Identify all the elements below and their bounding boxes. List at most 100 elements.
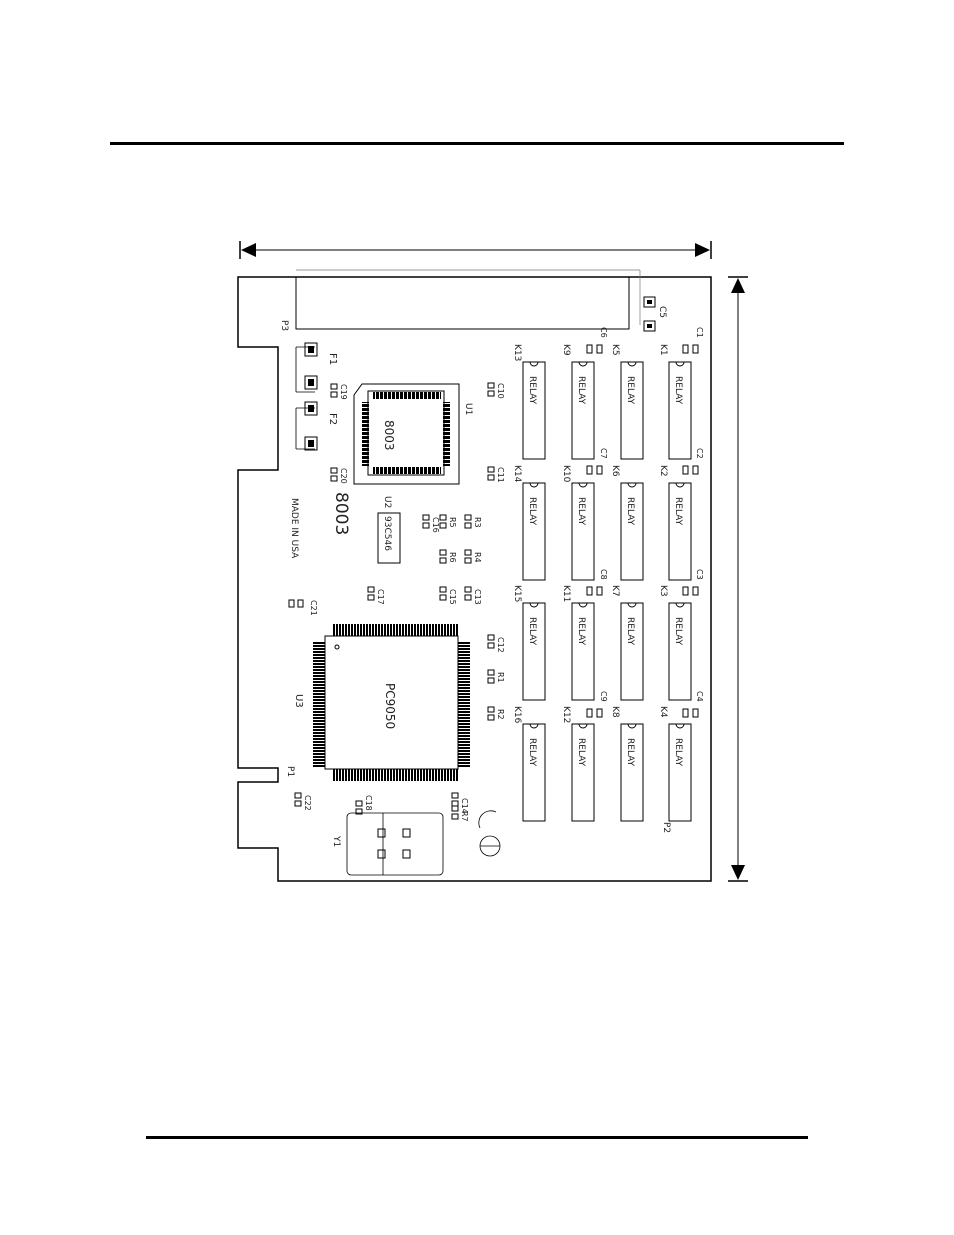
relay-ref-label: K5 — [610, 344, 620, 356]
c13-part: C13 — [464, 586, 482, 605]
p2-label: P2 — [661, 822, 671, 833]
width-dimension-arrow — [239, 241, 712, 259]
u3-part-label: PC9050 — [383, 683, 397, 729]
cap-label: C7 — [599, 448, 608, 459]
cap-label: C2 — [695, 448, 704, 459]
relay-cap-c7: C7 — [586, 448, 608, 475]
fuses: F1 F2 — [295, 342, 338, 451]
r3-part: R3 — [464, 514, 482, 529]
c22-part: C22 — [294, 792, 312, 811]
part-label: C14 — [460, 798, 469, 814]
relay-ref-label: K12 — [561, 706, 571, 723]
relay-ref-label: K6 — [610, 465, 620, 477]
relay-ref-label: K14 — [512, 465, 522, 483]
cap-label: C6 — [599, 327, 608, 338]
relay-text: RELAY — [576, 376, 586, 405]
part-label: C12 — [496, 637, 505, 653]
c5-label: C5 — [657, 306, 667, 318]
c10-part: C10 — [487, 382, 505, 399]
part-label: C19 — [339, 384, 348, 400]
part-label: C18 — [364, 795, 373, 811]
relay-ref-label: K7 — [610, 585, 620, 597]
relay-text: RELAY — [625, 497, 635, 526]
r5-part: R5 — [439, 514, 457, 529]
part-label: C13 — [473, 589, 482, 605]
relay-cap-c4: C4 — [682, 691, 704, 718]
relay-ref-label: K10 — [561, 465, 571, 483]
relay-6: RELAY K6 — [610, 465, 644, 581]
part-label: R1 — [496, 672, 505, 683]
c19-part: C19 — [330, 383, 348, 400]
relay-text: RELAY — [576, 617, 586, 646]
relay-7: RELAY K7 — [610, 585, 644, 701]
part-label: C16 — [431, 517, 440, 533]
relay-text: RELAY — [527, 497, 537, 526]
u1-ref-label: U1 — [463, 403, 473, 415]
c16-part: C16 — [422, 514, 440, 533]
relay-1: RELAY K1 — [658, 344, 692, 460]
relay-text: RELAY — [673, 376, 683, 405]
part-label: C20 — [339, 468, 348, 484]
r4-part: R4 — [464, 549, 482, 564]
part-label: R6 — [448, 552, 457, 563]
u2-ref-label: U2 — [382, 496, 392, 508]
relay-text: RELAY — [625, 617, 635, 646]
height-dimension-arrow — [728, 276, 748, 882]
part-label: C11 — [496, 467, 505, 483]
part-label: C15 — [448, 589, 457, 605]
relay-ref-label: K1 — [658, 344, 668, 356]
relay-ref-label: K2 — [658, 465, 668, 477]
relay-ref-label: K9 — [561, 344, 571, 356]
cap-label: C3 — [695, 569, 704, 580]
relay-cap-c9: C9 — [586, 691, 608, 718]
c18-part: C18 — [355, 795, 373, 815]
c12-part: C12 — [487, 634, 505, 653]
u3-ref-label: U3 — [293, 694, 304, 708]
relay-cap-c3: C3 — [682, 569, 704, 596]
u2-part-label: 93C546 — [382, 516, 392, 551]
relay-array: RELAYK1RELAYK5RELAYK9RELAYK13RELAYK2RELA… — [512, 344, 692, 822]
silk-part-number: 8003 — [331, 492, 351, 535]
relay-text: RELAY — [673, 497, 683, 526]
cap-label: C8 — [599, 569, 608, 580]
relay-ref-label: K3 — [658, 585, 668, 597]
relay-2: RELAY K2 — [658, 465, 692, 581]
relay-cap-c8: C8 — [586, 569, 608, 596]
relay-9: RELAY K9 — [561, 344, 595, 460]
relay-ref-label: K15 — [512, 585, 522, 602]
footer-rule — [146, 1136, 808, 1139]
part-label: R5 — [448, 517, 457, 528]
c21-part: C21 — [288, 599, 318, 616]
p1-label: P1 — [285, 766, 295, 777]
relay-text: RELAY — [527, 617, 537, 646]
y1-label: Y1 — [331, 835, 341, 847]
f2-label: F2 — [327, 413, 338, 425]
cap-label: C1 — [695, 327, 704, 338]
r2-part: R2 — [487, 706, 505, 721]
made-in-usa-label: MADE IN USA — [289, 498, 299, 559]
cap-label: C4 — [695, 691, 704, 702]
relay-ref-label: K13 — [512, 344, 522, 361]
part-label: R3 — [473, 517, 482, 528]
relay-cap-c1: C1 — [682, 327, 704, 354]
r1-part: R1 — [487, 669, 505, 684]
relay-ref-label: K8 — [610, 706, 620, 718]
relay-text: RELAY — [625, 738, 635, 767]
relay-cap-c6: C6 — [586, 327, 608, 354]
relay-text: RELAY — [673, 738, 683, 767]
p3-connector: P3 — [279, 269, 641, 331]
part-label: R4 — [473, 552, 482, 563]
u1-chip: 8003 U1 — [353, 383, 473, 485]
u1-part-label: 8003 — [382, 420, 396, 451]
relay-text: RELAY — [576, 497, 586, 526]
orientation-symbol — [478, 810, 501, 857]
p3-label: P3 — [279, 320, 289, 331]
header-rule — [110, 142, 844, 145]
